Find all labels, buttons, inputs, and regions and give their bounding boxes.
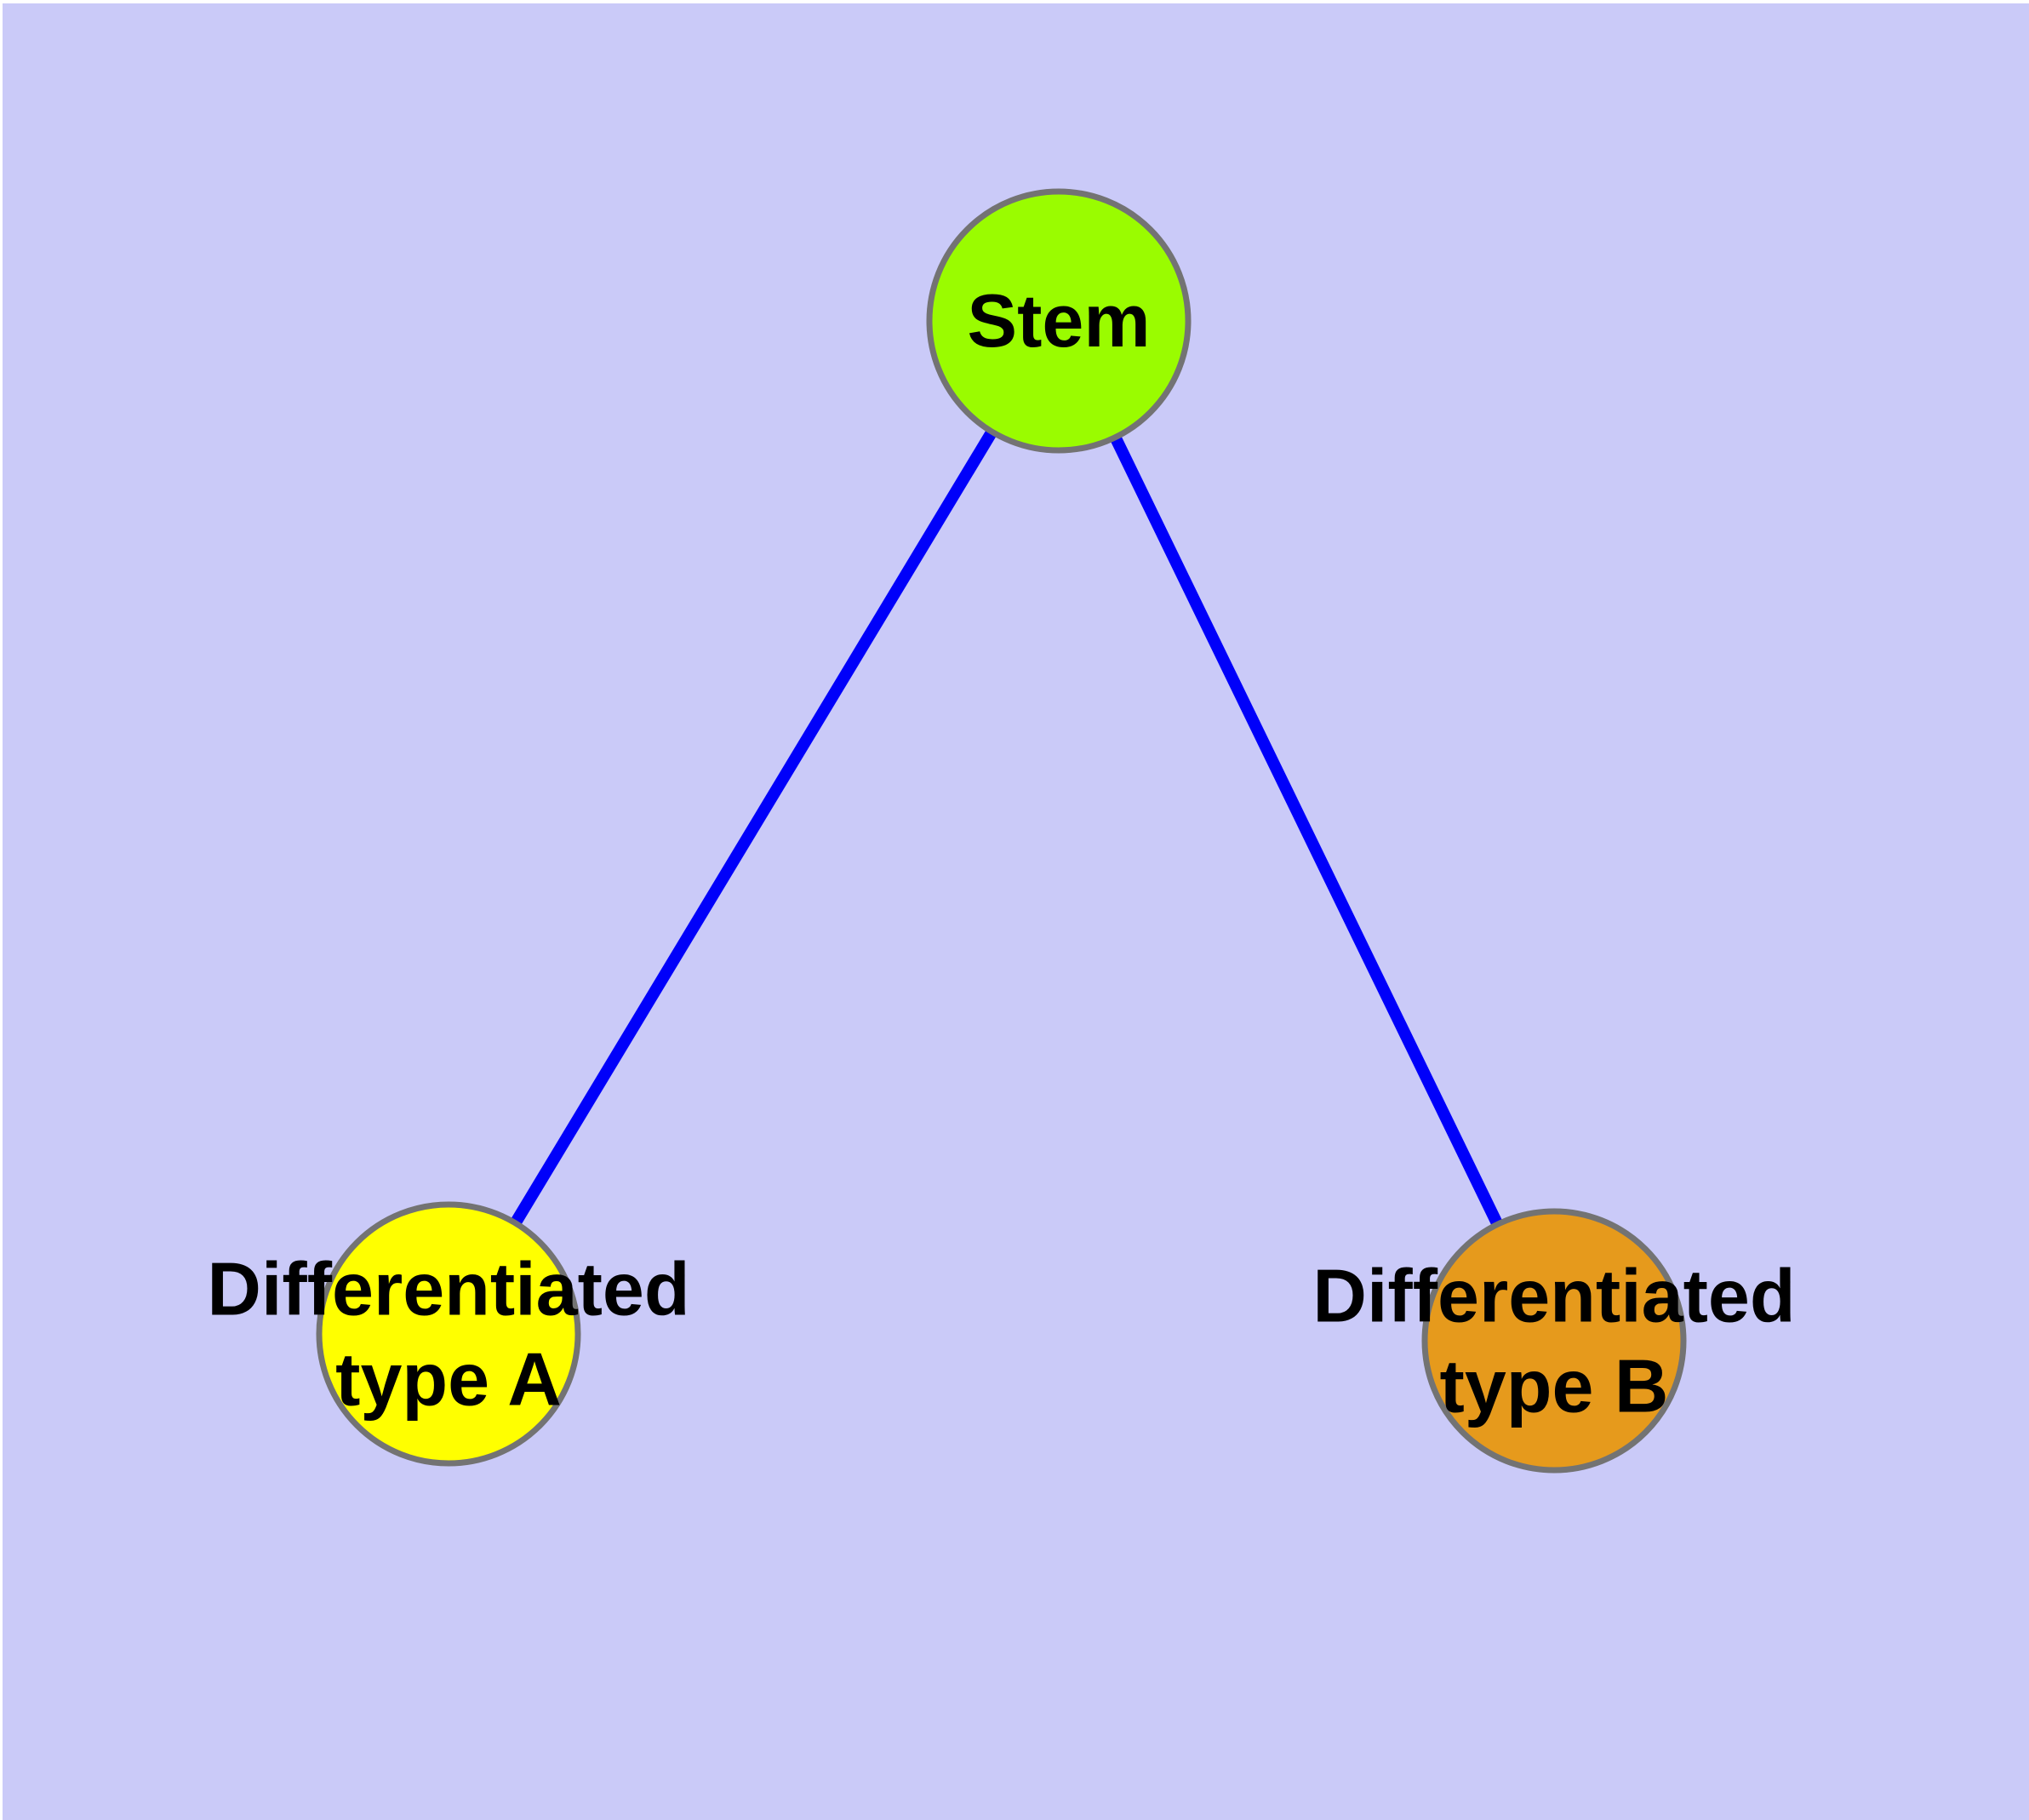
edge-stem-to-differentiated-type-a: [443, 318, 1064, 1337]
node-differentiated-type-b-circle: [1421, 1208, 1687, 1474]
graph-svg: [316, 188, 1687, 1474]
node-stem-circle: [926, 188, 1192, 454]
edge-stem-to-differentiated-type-b: [1053, 318, 1560, 1344]
node-differentiated-type-a-circle: [316, 1201, 581, 1467]
